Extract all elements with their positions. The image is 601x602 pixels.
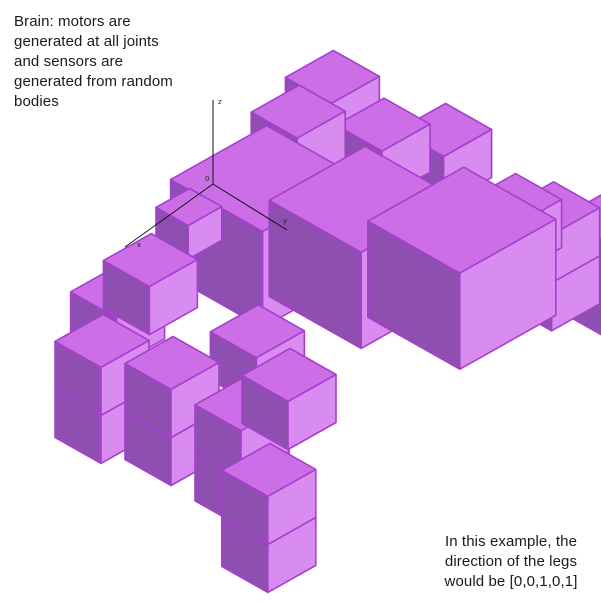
origin-label: 0 [205, 175, 209, 183]
x-axis-line [124, 183, 214, 248]
coordinate-axes: z y x 0 [124, 98, 288, 249]
voxel-right-face [287, 373, 337, 451]
voxel-right-face [148, 258, 199, 336]
voxel [221, 442, 317, 546]
voxel-right-face [187, 205, 223, 261]
brain-caption-line: generated at all joints [14, 33, 159, 50]
legs-caption-line: would be [0,0,1,0,1] [444, 573, 578, 590]
voxel-right-face [266, 468, 317, 546]
body-segment [366, 166, 557, 371]
x-axis-label: x [137, 241, 141, 249]
y-axis-label: y [283, 217, 287, 225]
z-axis-label: z [218, 98, 222, 106]
legs-caption-line: direction of the legs [444, 553, 578, 570]
voxel [124, 335, 220, 439]
brain-caption-line: and sensors are [14, 53, 124, 70]
brain-caption-line: generated from random [14, 73, 173, 90]
legs-caption-line: In this example, the [444, 533, 578, 550]
brain-caption: Brain: motors are generated at all joint… [14, 12, 194, 112]
voxel-body [54, 49, 601, 594]
voxel-right-face [458, 218, 557, 371]
y-axis-line [212, 183, 288, 231]
brain-caption-line: bodies [14, 93, 59, 110]
brain-caption-line: Brain: motors are [14, 13, 131, 30]
legs-caption: In this example, the direction of the le… [436, 532, 586, 592]
voxel [241, 347, 337, 451]
voxel [102, 232, 199, 336]
